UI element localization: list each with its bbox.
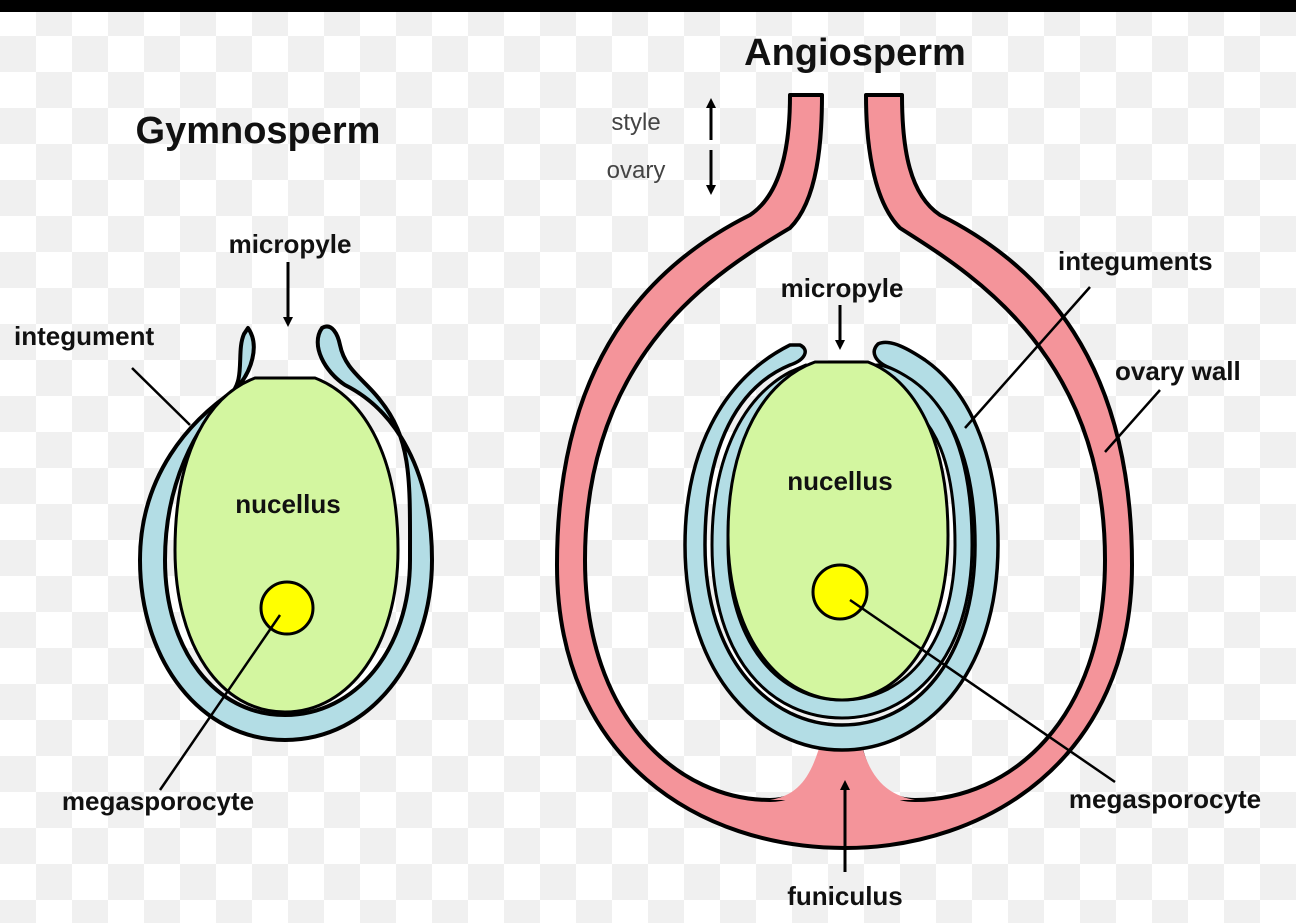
angiosperm-nucellus-label: nucellus: [787, 466, 892, 496]
gymnosperm-nucellus-label: nucellus: [235, 489, 340, 519]
style-label: style: [611, 109, 660, 136]
ovary-wall-label: ovary wall: [1115, 356, 1241, 386]
angiosperm-nucellus-shape: [728, 362, 948, 700]
angiosperm-megasporocyte-shape: [813, 565, 867, 619]
angiosperm-megasporocyte-label: megasporocyte: [1069, 784, 1261, 814]
gymnosperm-title: Gymnosperm: [136, 110, 381, 152]
gymnosperm-nucellus-shape: [175, 378, 398, 712]
gymnosperm-integument-label: integument: [14, 321, 154, 351]
angiosperm-micropyle-label: micropyle: [781, 273, 904, 303]
gymnosperm-ovule: [140, 326, 432, 740]
angiosperm-integuments-label: integuments: [1058, 246, 1213, 276]
gymnosperm-megasporocyte-shape: [261, 582, 313, 634]
angiosperm-title: Angiosperm: [744, 32, 966, 74]
funiculus-label: funiculus: [787, 881, 903, 911]
gymnosperm-micropyle-label: micropyle: [229, 229, 352, 259]
gymnosperm-integument-leader: [132, 368, 190, 425]
gymnosperm-megasporocyte-label: megasporocyte: [62, 786, 254, 816]
ovary-label: ovary: [607, 157, 666, 184]
